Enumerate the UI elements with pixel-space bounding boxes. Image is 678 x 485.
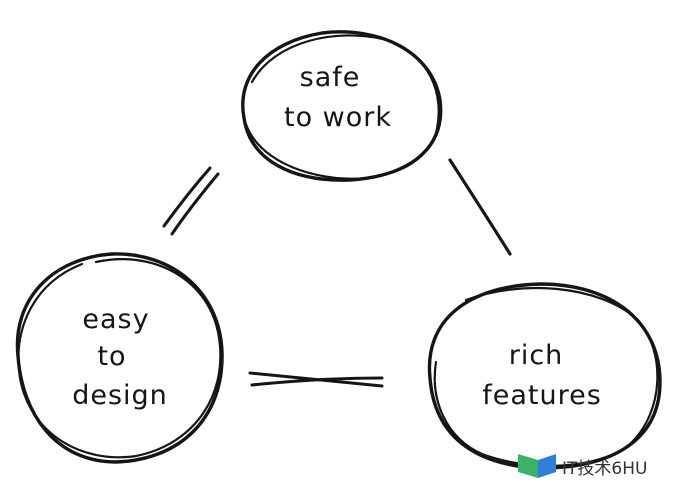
edge-safe-easy-line-2: [170, 172, 220, 236]
node-label-easy-line-2: to: [97, 341, 126, 372]
node-safe-to-work: safe to work: [241, 30, 443, 182]
edge-safe-easy-line-1: [162, 166, 212, 228]
edge-easy-rich: [248, 371, 384, 388]
edge-safe-rich: [448, 158, 512, 256]
node-easy-to-design: easy to design: [15, 252, 224, 464]
edge-easy-rich-line-2: [250, 376, 384, 387]
edge-safe-easy: [162, 166, 220, 236]
node-circle-easy-outline: [17, 258, 222, 459]
watermark-logo-icon: [518, 454, 538, 478]
edge-safe-rich-line: [448, 158, 512, 256]
node-label-safe-line-2: to work: [284, 102, 392, 133]
node-label-rich-line-2: features: [482, 380, 602, 411]
node-circle-safe: [241, 30, 443, 182]
node-label-safe-line-1: safe: [300, 62, 361, 93]
watermark-logo-icon-right: [538, 454, 556, 478]
node-label-rich-line-1: rich: [509, 340, 564, 371]
watermark-text: IT技术6HU: [562, 459, 647, 479]
node-label-easy-line-1: easy: [82, 304, 149, 335]
watermark: IT技术6HU: [518, 454, 647, 479]
node-circle-easy: [15, 252, 224, 464]
node-circle-safe-outline: [241, 34, 440, 180]
node-label-easy-line-3: design: [72, 380, 168, 411]
node-circle-rich-outline: [433, 287, 659, 467]
node-rich-features: rich features: [427, 282, 662, 470]
